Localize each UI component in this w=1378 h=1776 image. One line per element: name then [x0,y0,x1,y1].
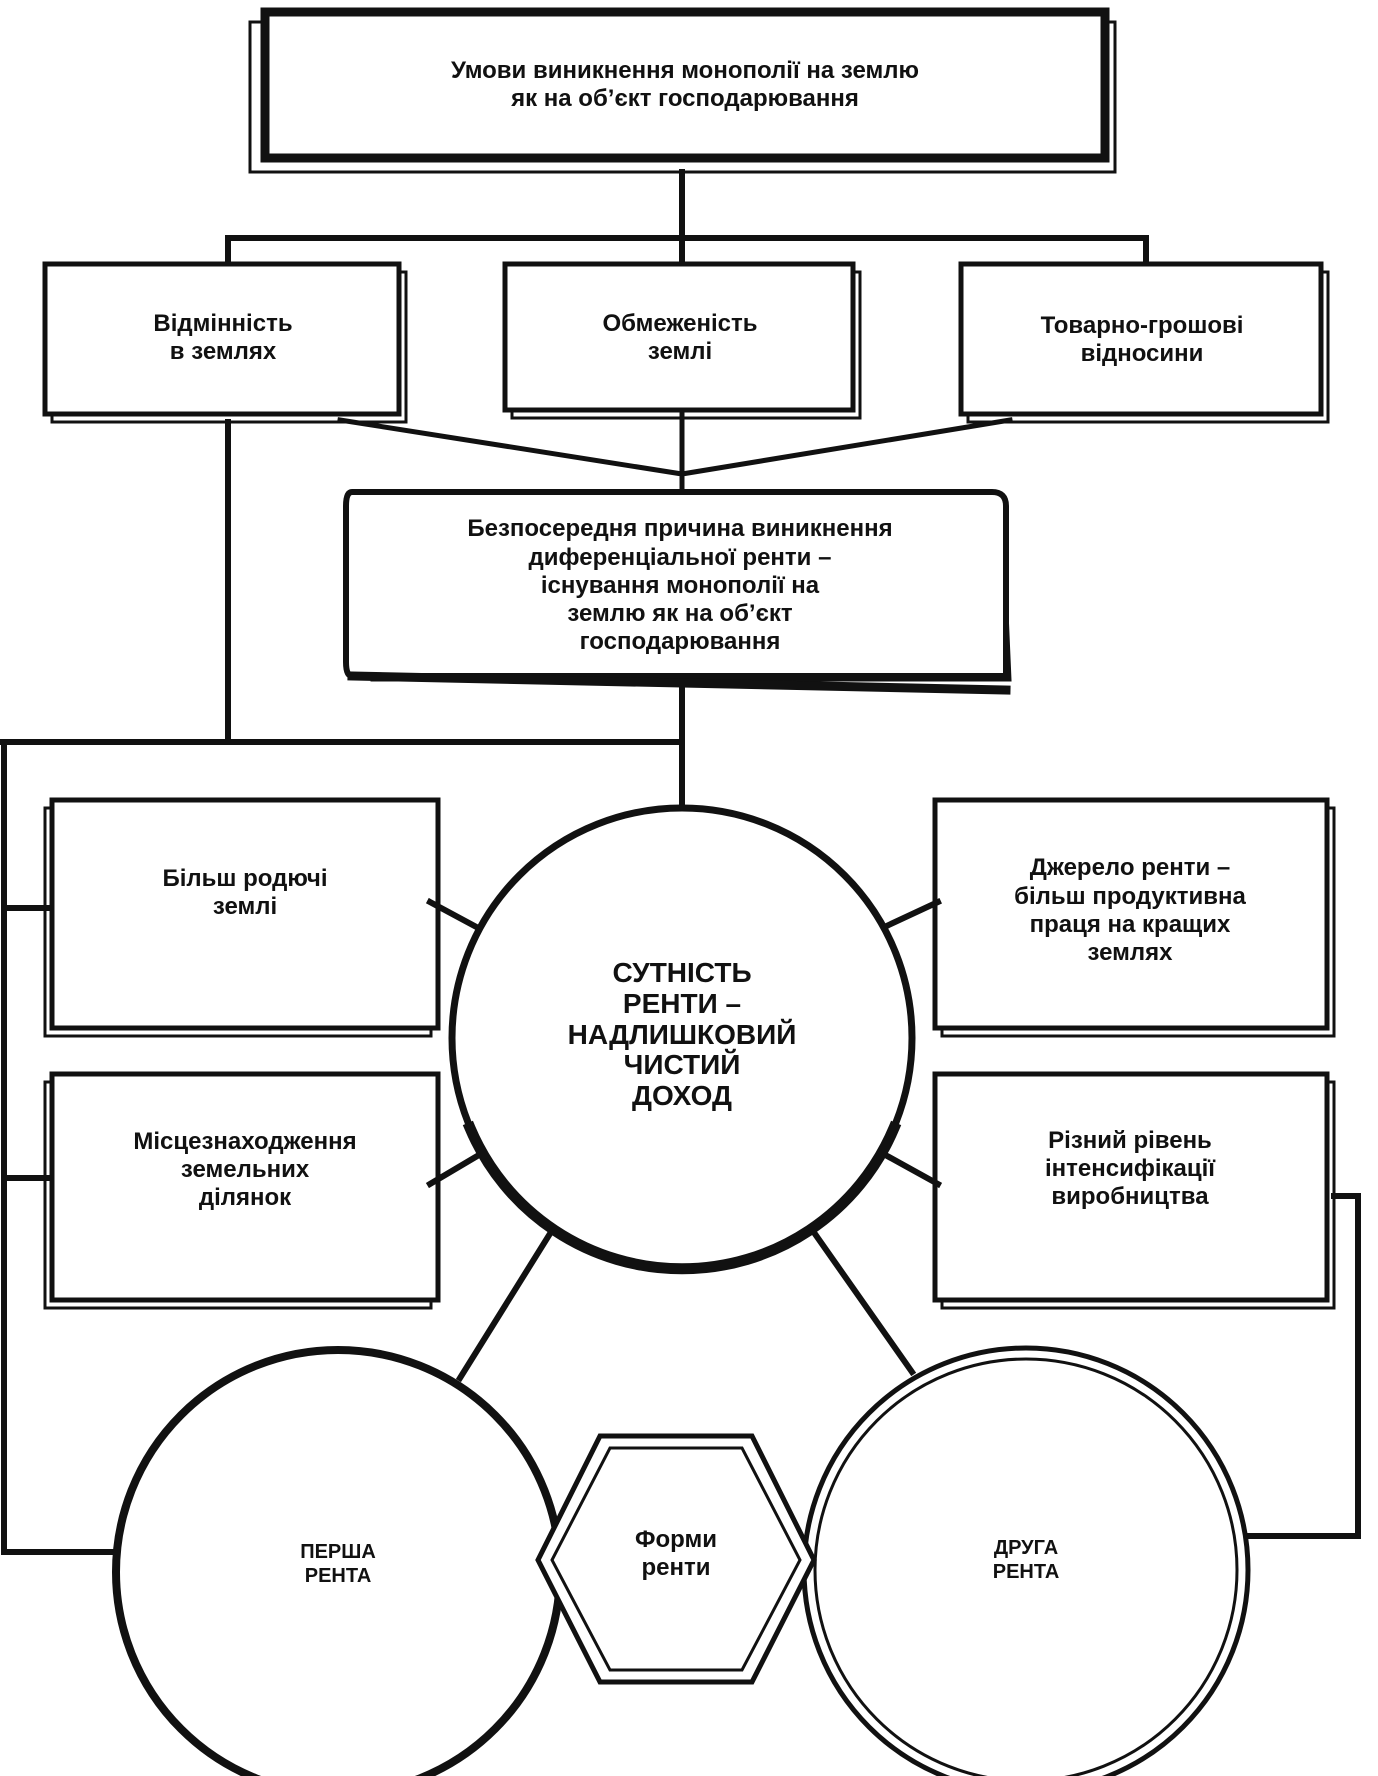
second-rent-line-1: ДРУГА [993,1537,1059,1560]
direct-cause-line-2: диференціальної ренти – [528,543,832,571]
cause-connector [0,687,685,809]
condition-box-1 [42,261,402,417]
title-line-1: Умови виникнення монополії на землю [450,56,920,84]
plot-location-line-2: земельних [180,1155,310,1183]
plot-location: Місцезнаходження земельних ділянок [60,1110,430,1230]
plot-location-line-1: Місцезнаходження [133,1127,357,1155]
rent-essence-line-1: СУТНІСТЬ [612,957,752,988]
title: Умови виникнення монополії на землю як н… [290,30,1080,140]
fertile-lands-line-2: землі [212,893,278,920]
condition-commodity: Товарно-грошові відносини [964,268,1320,412]
direct-cause: Безпосередня причина виникнення диференц… [360,500,1000,672]
rent-source-line-1: Джерело ренти – [1029,854,1231,882]
left-box-1 [49,797,441,1031]
intensification-level: Різний рівень інтенсифікації виробництва [940,1114,1320,1224]
left-bus [1,739,123,1555]
right-box-2 [932,1071,1330,1303]
direct-cause-line-3: існування монополії на [540,571,820,599]
rent-source-line-3: праця на кращих [1029,911,1231,938]
condition-limited-line-2: землі [647,338,713,365]
direct-cause-line-4: землю як на об’єкт [567,600,793,628]
intensification-level-line-2: інтенсифікації [1044,1154,1216,1182]
right-bus [1235,1193,1361,1539]
rent-essence-line-4: ЧИСТИЙ [623,1049,741,1081]
rent-source-line-2: більш продуктивна [1014,882,1246,910]
rent-forms-label: Форми ренти [590,1516,762,1592]
first-rent-label: ПЕРША РЕНТА [228,1530,448,1600]
second-rent-label: ДРУГА РЕНТА [916,1526,1136,1596]
condition-commodity-line-2: відносини [1080,340,1204,367]
fertile-lands: Більш родючі землі [60,848,430,938]
converge-connector [337,411,1013,495]
rent-essence: СУТНІСТЬ РЕНТИ – НАДЛИШКОВИЙ ЧИСТИЙ ДОХО… [500,930,864,1140]
first-rent-line-2: РЕНТА [304,1565,372,1587]
condition-differences-line-2: в землях [169,338,277,365]
right-box-1 [932,797,1330,1031]
direct-cause-line-1: Безпосередня причина виникнення [467,515,893,543]
forms-hexagon-outer [535,1433,817,1685]
second-rent-line-2: РЕНТА [992,1561,1060,1583]
rent-source: Джерело ренти – більш продуктивна праця … [940,836,1320,986]
title-box [260,7,1110,163]
rent-essence-line-2: РЕНТИ – [622,987,742,1019]
rent-forms-line-2: ренти [641,1554,711,1581]
rent-essence-line-5: ДОХОД [632,1080,732,1112]
condition-box-2 [502,261,856,413]
condition-differences: Відмінність в землях [48,268,398,408]
forms-hexagon-inner [550,1446,802,1672]
first-rent-line-1: ПЕРША [300,1541,376,1564]
fertile-lands-line-1: Більш родючі [162,864,328,892]
condition-differences-line-1: Відмінність [153,309,293,337]
condition-limited: Обмеженість землі [508,268,852,408]
condition-box-3 [958,261,1324,417]
condition-limited-line-1: Обмеженість [602,309,758,337]
rent-forms-line-1: Форми [635,1525,717,1553]
essence-circle-thick-arc [462,1120,902,1275]
direct-cause-line-5: господарювання [579,628,781,656]
cause-box-thick-bottom [347,671,1011,695]
plot-location-line-3: ділянок [198,1184,292,1212]
intensification-level-line-1: Різний рівень [1048,1126,1212,1154]
rent-source-line-4: землях [1087,939,1173,967]
intensification-level-line-3: виробництва [1051,1183,1209,1211]
essence-spokes [425,897,943,1383]
left-box-2 [49,1071,441,1303]
second-rent-circle-inner [813,1357,1239,1776]
title-connector [225,169,1149,271]
condition-commodity-line-1: Товарно-грошові [1040,311,1244,339]
rent-essence-line-3: НАДЛИШКОВИЙ [567,1018,797,1050]
title-line-2: як на об’єкт господарювання [511,85,859,112]
